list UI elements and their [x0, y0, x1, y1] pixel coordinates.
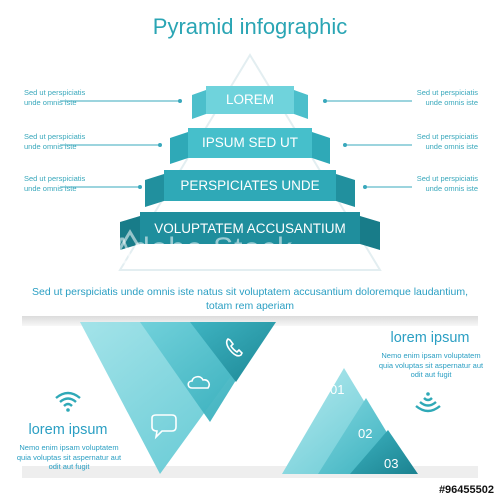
- pyramid-level-3-label: PERSPICIATES UNDE: [180, 178, 320, 193]
- side-note-left-2: Sed ut perspiciatis unde omnis iste: [24, 132, 86, 151]
- block-right-body: Nemo enim ipsam voluptatem quia voluptas…: [378, 351, 484, 379]
- side-note-left-3: Sed ut perspiciatis unde omnis iste: [24, 174, 86, 193]
- pyramid-level-3: [145, 170, 355, 207]
- description: Sed ut perspiciatis unde omnis iste natu…: [32, 286, 468, 312]
- page-title: Pyramid infographic: [152, 14, 348, 39]
- wifi-icon: [55, 391, 81, 412]
- side-note-right-1: Sed ut perspiciatis unde omnis iste: [416, 88, 478, 107]
- number-03: 03: [384, 456, 399, 471]
- pyramid-outline: [118, 53, 382, 271]
- number-01: 01: [330, 382, 345, 397]
- pyramid-level-1: [192, 86, 308, 119]
- pyramid-level-4-label: VOLUPTATEM ACCUSANTIUM: [154, 221, 346, 236]
- inverted-triangle-small: [190, 322, 276, 382]
- side-note-right-2: Sed ut perspiciatis unde omnis iste: [416, 132, 478, 151]
- block-left-heading: lorem ipsum: [28, 422, 108, 438]
- phone-icon: [225, 338, 243, 357]
- number-02: 02: [358, 426, 373, 441]
- side-note-right-3: Sed ut perspiciatis unde omnis iste: [416, 174, 478, 193]
- top-band: [22, 316, 478, 326]
- block-right-heading: lorem ipsum: [390, 330, 470, 346]
- stock-id: #96455502: [438, 484, 494, 496]
- wifi-icon-right: [415, 392, 441, 413]
- block-left-body: Nemo enim ipsam voluptatem quia voluptas…: [16, 443, 122, 471]
- pyramid-level-2-label: IPSUM SED UT: [201, 135, 298, 150]
- watermark: Adobe Stock: [112, 232, 294, 265]
- upright-triangle-small: [350, 430, 418, 474]
- speech-bubble-icon: [151, 414, 177, 440]
- pyramid-level-4: [120, 212, 380, 250]
- pyramid-level-1-label: LOREM: [225, 92, 274, 107]
- side-note-left-1: Sed ut perspiciatis unde omnis iste: [24, 88, 86, 107]
- lower-infographic: [22, 316, 478, 478]
- cloud-icon: [187, 375, 210, 389]
- pyramid-diagram: [60, 53, 412, 271]
- pyramid-level-2: [170, 128, 330, 164]
